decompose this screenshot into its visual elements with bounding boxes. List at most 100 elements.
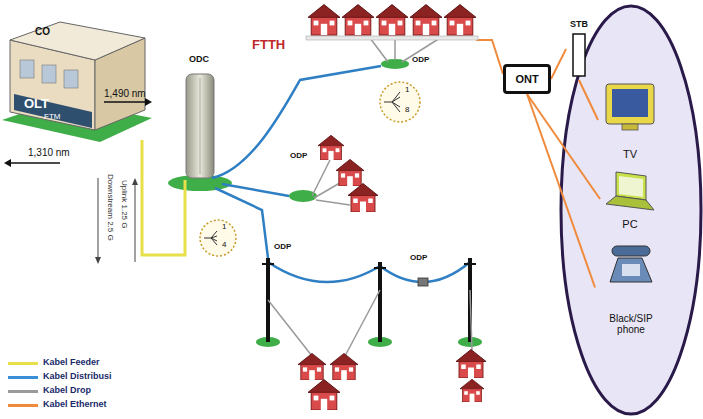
equipment-label: OLT xyxy=(24,97,49,111)
splitter-symbol xyxy=(204,231,217,245)
drop-cable xyxy=(268,300,312,356)
drop-cable xyxy=(316,200,350,205)
premises-ellipse xyxy=(561,6,701,414)
laptop-icon xyxy=(606,196,654,210)
distribution-cable xyxy=(212,66,470,282)
wavelength-arrow xyxy=(104,101,146,103)
network-type-label: FTTH xyxy=(252,38,285,52)
house-platform xyxy=(306,36,478,40)
legend-row: Kabel Distribusi xyxy=(8,370,112,384)
laptop-icon xyxy=(606,172,654,210)
pole xyxy=(268,258,470,342)
phone-node: Black/SIP phone xyxy=(595,240,667,335)
tv-icon xyxy=(606,84,654,124)
cable-connector xyxy=(579,80,598,120)
odp-label: ODP xyxy=(410,254,427,263)
distribution-cable xyxy=(215,188,268,258)
split-ratio: 1 xyxy=(405,86,409,95)
wavelength-arrow xyxy=(145,98,152,106)
phone-icon xyxy=(622,264,640,276)
house xyxy=(410,5,442,35)
pole xyxy=(378,262,382,342)
stb-device xyxy=(573,34,585,76)
pole-crossarm xyxy=(262,263,274,265)
legend-label: Kabel Drop xyxy=(43,386,91,396)
wavelength-label: 1,490 nm xyxy=(104,88,146,99)
drop-cable xyxy=(370,38,388,62)
stb-node: STB xyxy=(566,18,592,80)
equipment-label: FTM xyxy=(44,113,60,122)
distribution-cable xyxy=(222,184,289,196)
direction-arrow xyxy=(98,178,99,258)
legend-swatch xyxy=(8,404,38,407)
central-office-building xyxy=(64,70,78,88)
cable-connector xyxy=(142,140,185,255)
central-office-building xyxy=(42,65,56,83)
splitter-symbol xyxy=(380,82,420,122)
house xyxy=(308,5,340,35)
odc-cabinet xyxy=(186,74,214,178)
node-label: ONT xyxy=(515,73,538,85)
drop-cable xyxy=(470,290,472,350)
split-ratio: 1 xyxy=(222,223,226,232)
cable-connector xyxy=(527,94,600,199)
split-ratio: 4 xyxy=(222,241,226,250)
house xyxy=(318,135,344,160)
node-label: PC xyxy=(622,218,637,230)
rate-label: Uplink 1.25 G xyxy=(119,180,128,228)
tv-icon xyxy=(622,124,638,130)
cable-connector xyxy=(527,94,595,288)
splitter-symbol xyxy=(200,82,420,256)
split-ratio: 8 xyxy=(405,106,409,115)
ethernet-cable xyxy=(476,40,503,74)
drop-cable xyxy=(345,290,380,356)
legend-swatch xyxy=(8,390,38,393)
central-office: CO xyxy=(5,18,150,140)
node-label: Black/SIP phone xyxy=(600,313,662,335)
phone-icon xyxy=(610,258,652,282)
central-office-building xyxy=(10,22,145,60)
wavelength-arrow xyxy=(4,159,11,167)
odp-label: ODP xyxy=(290,152,307,161)
splitter-symbol xyxy=(384,92,400,112)
house xyxy=(342,5,374,35)
pc-node: PC xyxy=(600,168,660,230)
wavelength-label: 1,310 nm xyxy=(28,147,70,158)
odc-cabinet-node: ODC xyxy=(178,52,220,180)
odp-box xyxy=(418,278,428,286)
pole-crossarm xyxy=(262,264,476,268)
legend-label: Kabel Feeder xyxy=(43,358,100,368)
house xyxy=(444,5,476,35)
legend-label: Kabel Distribusi xyxy=(43,372,112,382)
house xyxy=(298,353,326,380)
cable-connector xyxy=(551,49,566,79)
wavelength-arrow xyxy=(10,162,60,164)
pole-crossarm xyxy=(374,267,386,269)
legend: Kabel FeederKabel DistribusiKabel DropKa… xyxy=(8,356,112,412)
legend-row: Kabel Ethernet xyxy=(8,398,112,412)
laptop-icon xyxy=(616,172,646,200)
direction-arrow xyxy=(135,184,136,262)
direction-arrow xyxy=(95,178,138,264)
splice-point xyxy=(256,59,482,347)
central-office-building xyxy=(2,22,152,142)
phone-icon xyxy=(612,246,650,256)
laptop-icon xyxy=(619,176,643,197)
wavelength-arrow xyxy=(4,98,152,167)
house xyxy=(376,5,408,35)
drop-cable xyxy=(394,38,396,60)
distribution-cable xyxy=(212,66,381,178)
legend-swatch xyxy=(8,376,38,379)
node-label: ODC xyxy=(189,55,209,65)
central-office-building xyxy=(14,94,92,128)
rate-label: Downstream 2.5 G xyxy=(105,174,114,241)
odp-label: ODP xyxy=(274,243,291,252)
house xyxy=(336,159,364,186)
pole-crossarm xyxy=(464,263,476,265)
house xyxy=(348,184,378,213)
legend-row: Kabel Feeder xyxy=(8,356,112,370)
central-office-building xyxy=(20,60,34,78)
legend-label: Kabel Ethernet xyxy=(43,400,107,410)
